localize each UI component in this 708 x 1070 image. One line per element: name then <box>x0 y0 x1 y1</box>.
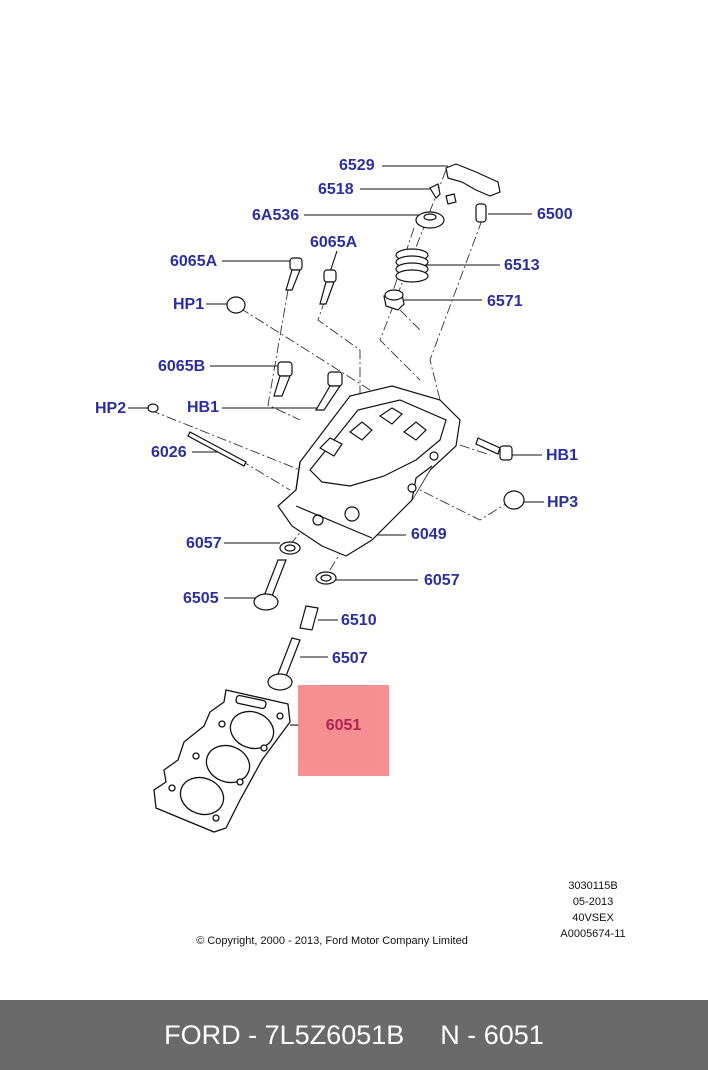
callout-6505[interactable]: 6505 <box>183 590 219 607</box>
footer-part-number: FORD - 7L5Z6051B <box>164 1019 405 1050</box>
exploded-parts-diagram <box>128 163 544 833</box>
callout-hp1[interactable]: HP1 <box>173 296 205 313</box>
callout-6057-left[interactable]: 6057 <box>186 535 222 552</box>
highlighted-part-label: 6051 <box>325 717 362 734</box>
callout-hp3[interactable]: HP3 <box>547 494 579 511</box>
footer-reference: N - 6051 <box>440 1019 544 1050</box>
callout-6529[interactable]: 6529 <box>339 157 375 174</box>
callout-6049[interactable]: 6049 <box>411 526 447 543</box>
info-line-ref: A0005674-11 <box>560 928 626 940</box>
callout-6513[interactable]: 6513 <box>504 257 540 274</box>
callout-6500[interactable]: 6500 <box>537 206 573 223</box>
highlighted-part-6051[interactable]: 6051 <box>298 685 389 776</box>
footer-bar: FORD - 7L5Z6051B N - 6051 <box>0 1000 708 1070</box>
info-line-date: 05-2013 <box>572 896 614 908</box>
info-line-code: 3030115B <box>568 880 618 892</box>
callout-6065b[interactable]: 6065B <box>158 358 206 375</box>
callout-hp2[interactable]: HP2 <box>95 400 127 417</box>
copyright-text: © Copyright, 2000 - 2013, Ford Motor Com… <box>196 935 468 947</box>
callout-6065a-left[interactable]: 6065A <box>170 253 218 270</box>
callout-6510[interactable]: 6510 <box>341 612 377 629</box>
callout-hb1-right[interactable]: HB1 <box>546 447 579 464</box>
callout-6026[interactable]: 6026 <box>151 444 187 461</box>
diagram-info-block: 3030115B 05-2013 40VSEX A0005674-11 <box>548 878 638 942</box>
callout-6057-right[interactable]: 6057 <box>424 572 460 589</box>
callout-6518[interactable]: 6518 <box>318 181 354 198</box>
callout-6065a-right[interactable]: 6065A <box>310 234 358 251</box>
callout-6a536[interactable]: 6A536 <box>252 207 300 224</box>
callout-6571[interactable]: 6571 <box>487 293 523 310</box>
callout-hb1-left[interactable]: HB1 <box>187 399 220 416</box>
callout-6507[interactable]: 6507 <box>332 650 368 667</box>
info-line-model: 40VSEX <box>572 912 614 924</box>
